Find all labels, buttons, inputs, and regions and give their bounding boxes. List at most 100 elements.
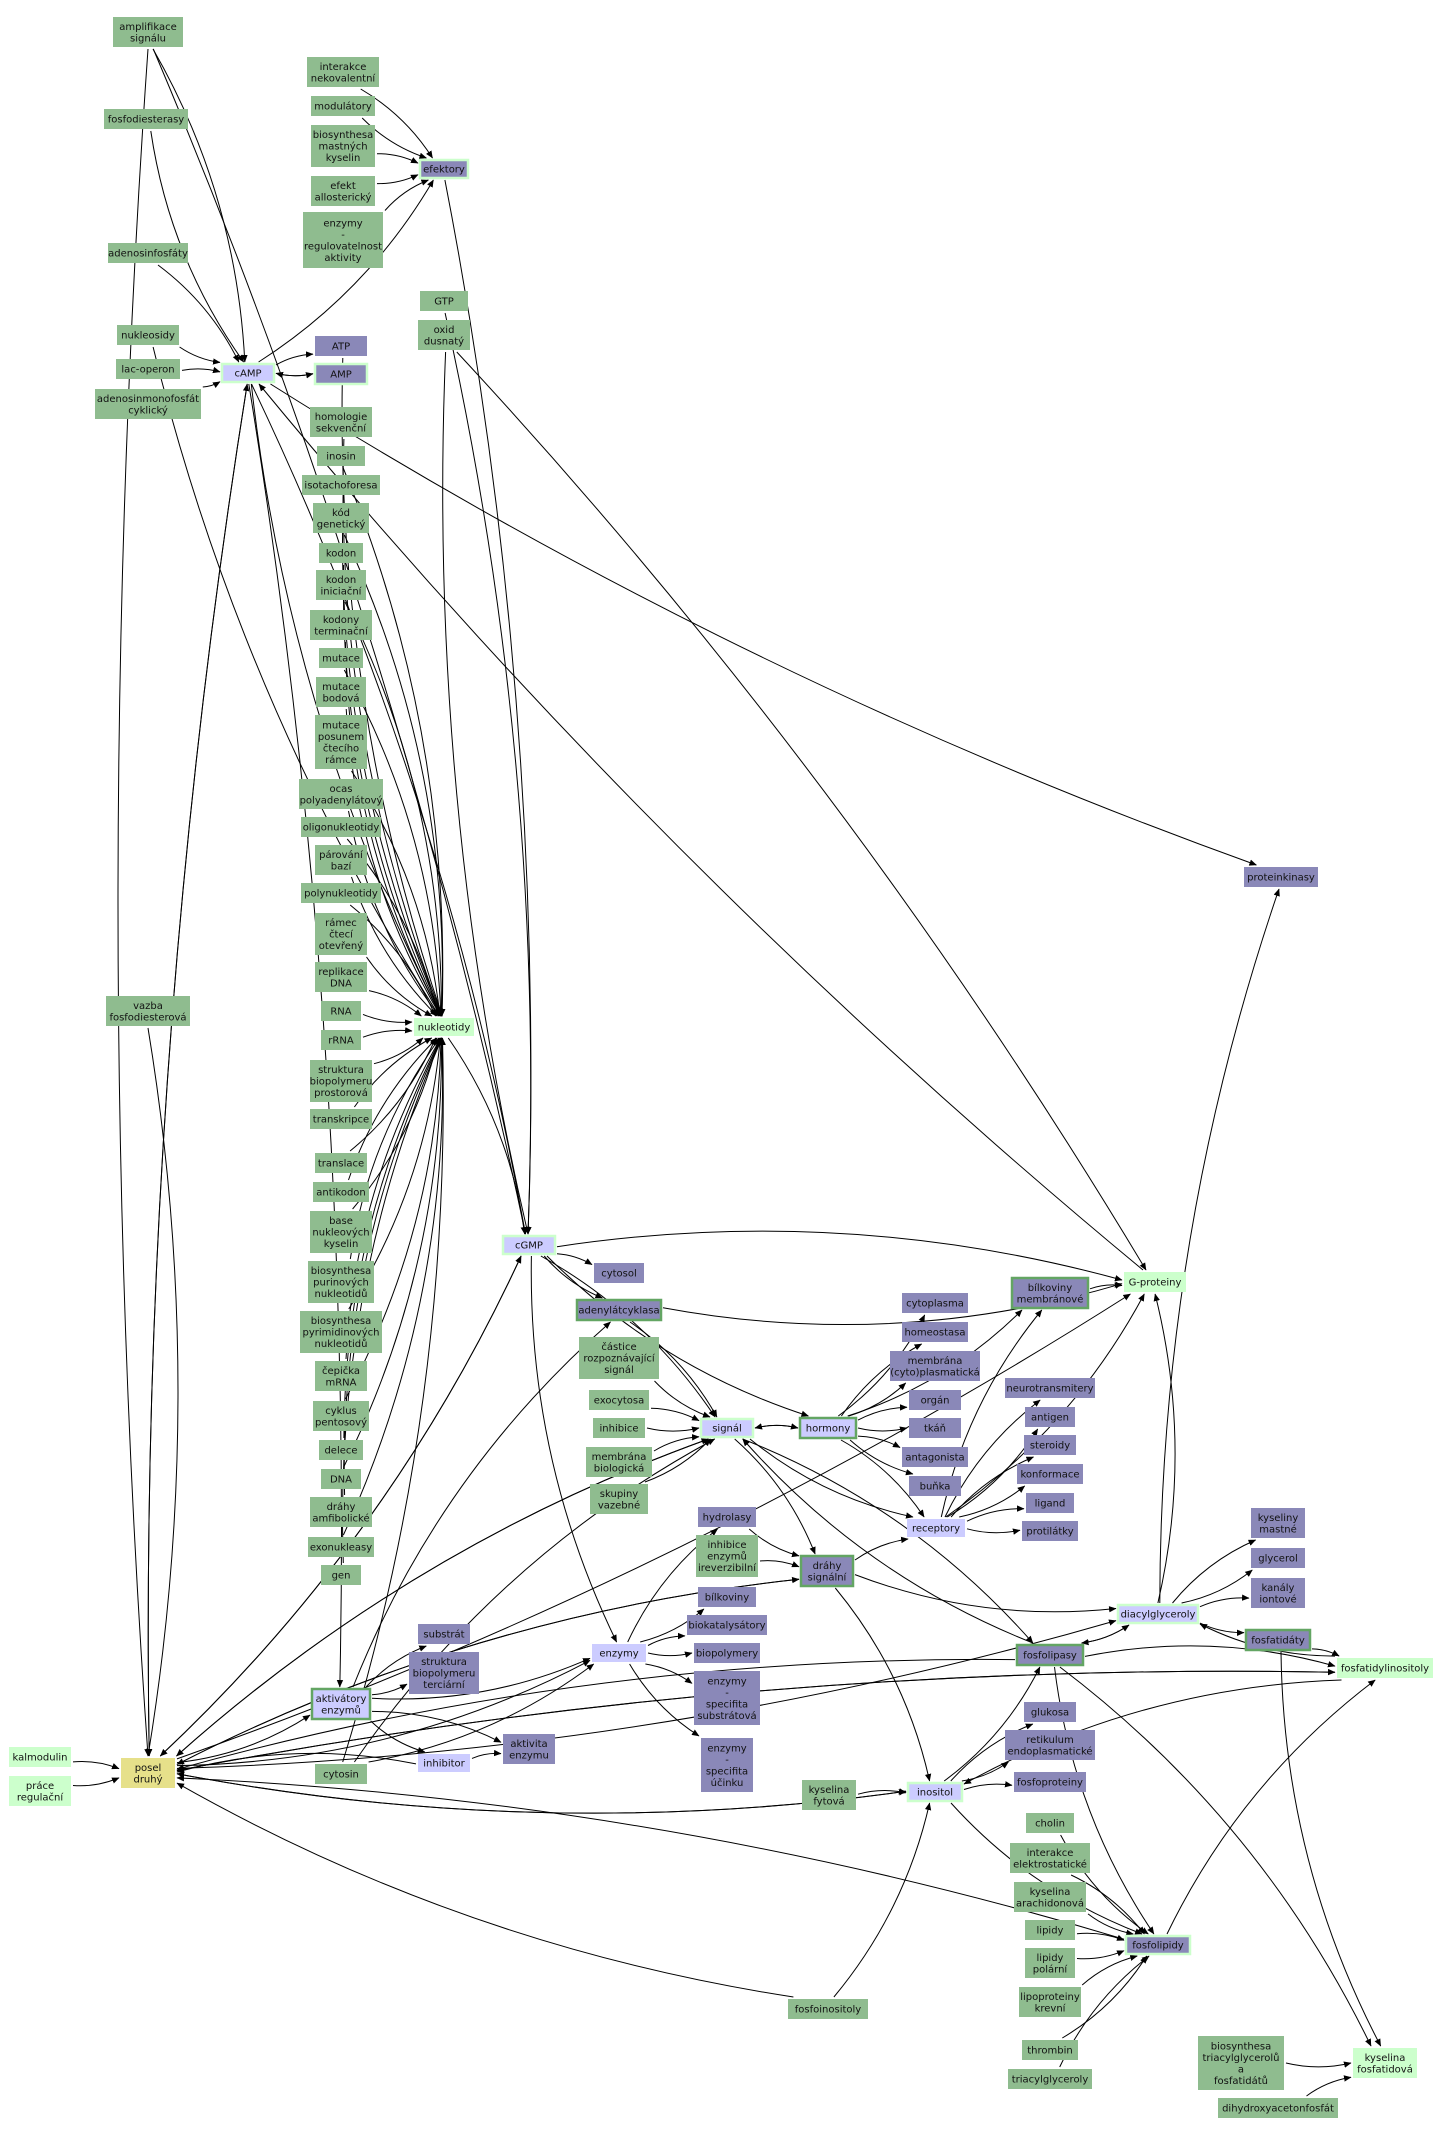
node-atp[interactable]: ATP [315, 336, 367, 356]
node-delece[interactable]: delece [319, 1440, 363, 1460]
node-membrana-cyto[interactable]: membrána(cyto)plasmatická [890, 1351, 980, 1381]
node-steroidy[interactable]: steroidy [1024, 1435, 1076, 1455]
node-diacylglyceroly[interactable]: diacylglyceroly [1116, 1603, 1200, 1625]
node-translace[interactable]: translace [315, 1153, 367, 1173]
node-organ[interactable]: orgán [909, 1390, 961, 1410]
node-nukleotidy[interactable]: nukleotidy [414, 1018, 474, 1036]
node-tkan[interactable]: tkáň [909, 1418, 961, 1438]
node-lipidy[interactable]: lipidy [1025, 1920, 1075, 1940]
node-cholin[interactable]: cholin [1026, 1813, 1074, 1833]
node-cytosol[interactable]: cytosol [594, 1263, 644, 1283]
node-oligonukl[interactable]: oligonukleotidy [301, 817, 381, 837]
node-camp[interactable]: cAMP [220, 362, 276, 384]
node-exonukleasy[interactable]: exonukleasy [308, 1537, 374, 1557]
node-fosfatidylinositoly[interactable]: fosfatidylinositoly [1337, 1658, 1433, 1678]
node-substrat[interactable]: substrát [418, 1624, 470, 1644]
node-signal[interactable]: signál [699, 1417, 755, 1439]
node-amp[interactable]: AMP [313, 362, 369, 386]
node-inhibitor[interactable]: inhibitor [418, 1754, 470, 1772]
node-hydrolasy[interactable]: hydrolasy [698, 1507, 756, 1527]
node-cytosin[interactable]: cytosin [315, 1764, 367, 1784]
node-ligand[interactable]: ligand [1026, 1493, 1074, 1513]
node-gen[interactable]: gen [321, 1565, 361, 1585]
node-bilkoviny[interactable]: bílkoviny [698, 1587, 756, 1607]
node-proteinkinasy[interactable]: proteinkinasy [1244, 867, 1318, 887]
node-gtp[interactable]: GTP [420, 291, 468, 311]
node-lac-operon[interactable]: lac-operon [116, 359, 180, 379]
node-cytoplasma[interactable]: cytoplasma [902, 1293, 968, 1313]
node-triacylglyceroly[interactable]: triacylglyceroly [1008, 2069, 1092, 2089]
node-biokatalysatory[interactable]: biokatalysátory [687, 1615, 767, 1635]
node-antigen[interactable]: antigen [1025, 1407, 1075, 1427]
node-fosfoproteiny[interactable]: fosfoproteiny [1014, 1772, 1086, 1792]
node-bunka[interactable]: buňka [909, 1476, 961, 1496]
node-inositol[interactable]: inositol [906, 1781, 964, 1803]
node-transkripce[interactable]: transkripce [310, 1109, 372, 1129]
node-glukosa[interactable]: glukosa [1024, 1702, 1076, 1722]
node-exocytosa[interactable]: exocytosa [589, 1390, 649, 1410]
node-antikodon[interactable]: antikodon [313, 1182, 369, 1202]
node-nukleosidy[interactable]: nukleosidy [117, 325, 179, 345]
node-dihydroxy[interactable]: dihydroxyacetonfosfát [1218, 2098, 1338, 2118]
node-konformace[interactable]: konformace [1017, 1464, 1083, 1484]
node-fosfolipidy[interactable]: fosfolipidy [1124, 1934, 1192, 1956]
node-fosfodiesterasy[interactable]: fosfodiesterasy [104, 109, 188, 129]
node-fosfoinositoly[interactable]: fosfoinositoly [788, 1999, 868, 2019]
node-hormony[interactable]: hormony [798, 1416, 858, 1440]
node-dna[interactable]: DNA [321, 1469, 361, 1489]
node-inosin[interactable]: inosin [317, 446, 365, 466]
node-g-proteiny[interactable]: G-proteiny [1124, 1272, 1186, 1292]
node-receptory[interactable]: receptory [907, 1519, 965, 1537]
node-kodon[interactable]: kodon [319, 543, 363, 563]
node-protilatky[interactable]: protilátky [1022, 1521, 1078, 1541]
node-efektory[interactable]: efektory [418, 158, 470, 180]
node-enzymy[interactable]: enzymy [592, 1644, 646, 1662]
node-antagonista[interactable]: antagonista [902, 1447, 968, 1467]
node-fosfatidy[interactable]: fosfatidáty [1244, 1628, 1312, 1652]
node-kalmodulin[interactable]: kalmodulin [9, 1747, 71, 1767]
node-biopolymery[interactable]: biopolymery [694, 1643, 760, 1663]
node-cgmp[interactable]: cGMP [501, 1234, 557, 1256]
node-neurotransmitery[interactable]: neurotransmitery [1005, 1378, 1095, 1398]
node-glycerol[interactable]: glycerol [1251, 1548, 1305, 1568]
